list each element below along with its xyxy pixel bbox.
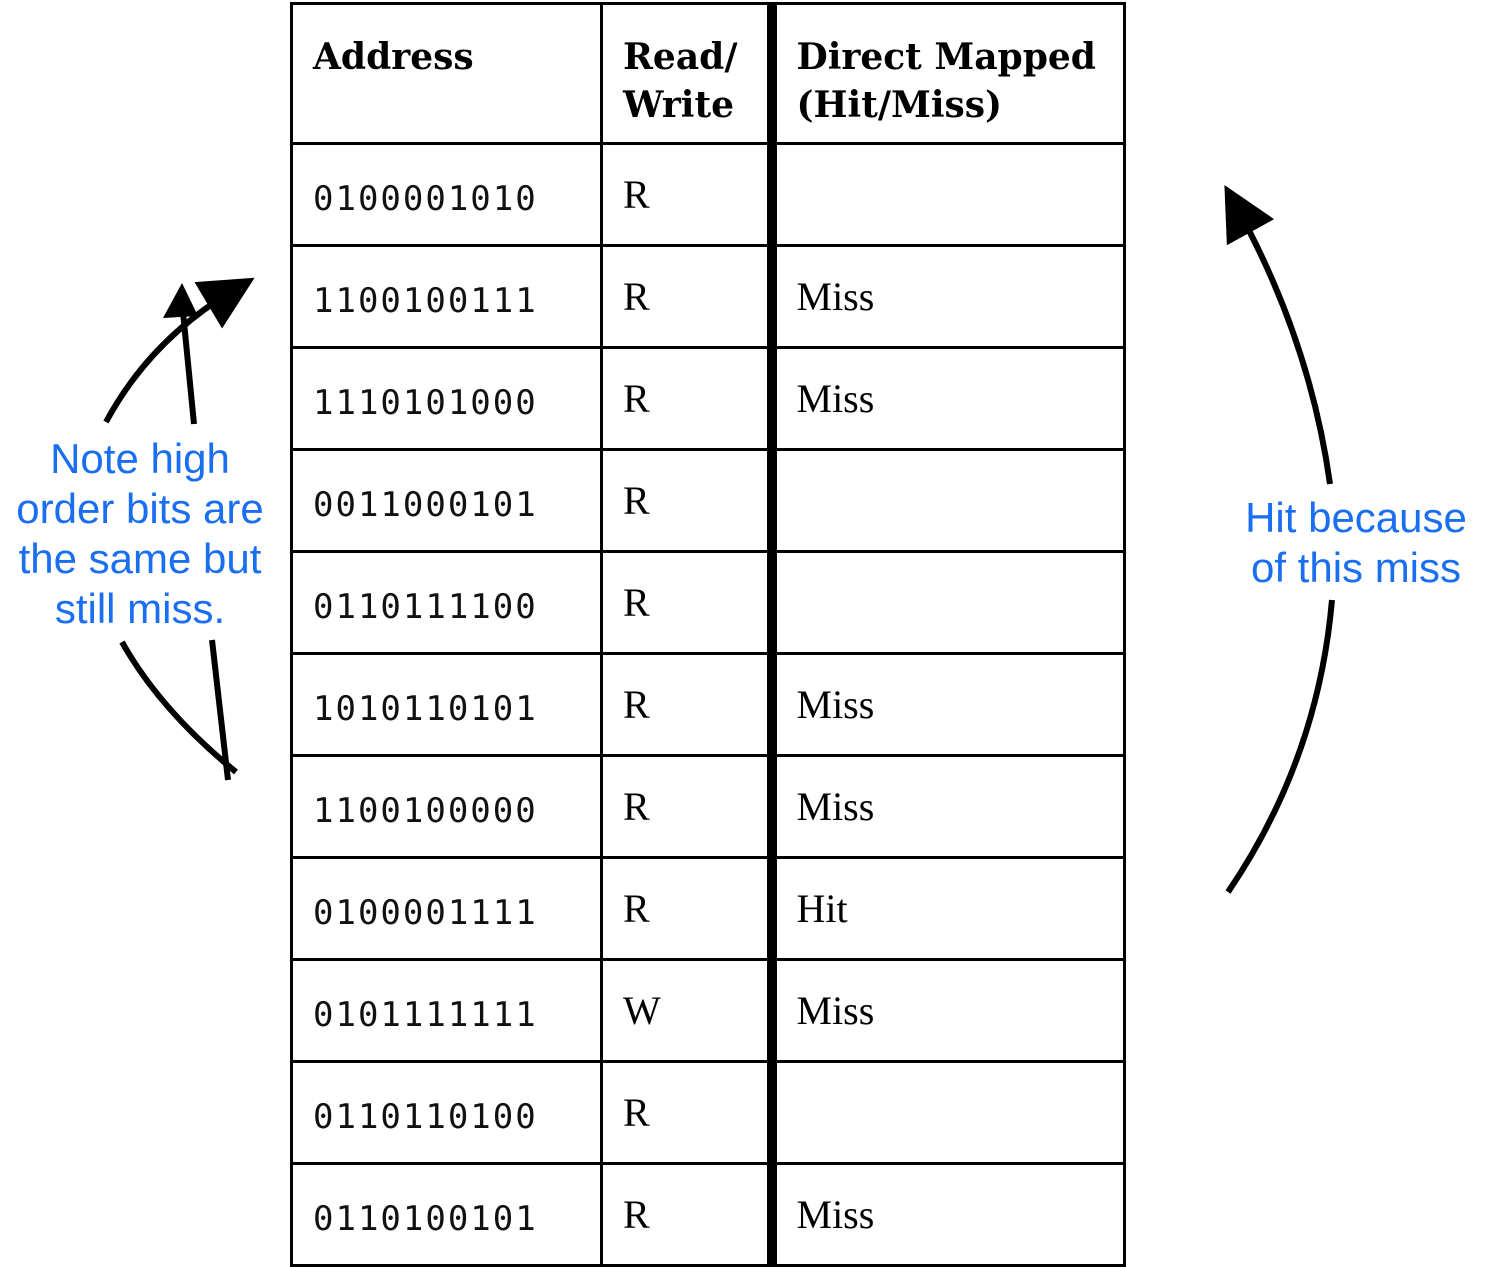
- read-write-cell: R: [600, 448, 773, 553]
- note-line: still miss.: [54, 585, 226, 632]
- read-write-cell: R: [600, 142, 773, 247]
- note-line: the same but: [18, 535, 262, 582]
- right-curved-arrow-lower: [1225, 599, 1335, 894]
- direct-mapped-result-cell: Miss: [766, 754, 1126, 859]
- read-write-cell: R: [600, 754, 773, 859]
- direct-mapped-result-cell: [766, 550, 1126, 655]
- address-cell: 1100100111: [290, 244, 603, 349]
- note-line: Note high: [50, 435, 230, 482]
- direct-mapped-result-cell: Miss: [766, 1162, 1126, 1267]
- read-write-cell: R: [600, 346, 773, 451]
- direct-mapped-result-cell: [766, 142, 1126, 247]
- table-header-row: Address Read/ Write Direct Mapped (Hit/M…: [290, 2, 1126, 145]
- address-cell: 0101111111: [290, 958, 603, 1063]
- direct-mapped-result-cell: Miss: [766, 652, 1126, 757]
- left-straight-arrowhead: [163, 283, 198, 318]
- address-cell: 1110101000: [290, 346, 603, 451]
- read-write-header-line: Read/: [623, 36, 738, 78]
- address-cell: 1010110101: [290, 652, 603, 757]
- cache-access-table: Address Read/ Write Direct Mapped (Hit/M…: [290, 2, 1126, 1267]
- read-write-cell: W: [600, 958, 773, 1063]
- read-write-cell: R: [600, 1162, 773, 1267]
- left-curved-arrow-upper: [103, 277, 255, 424]
- read-write-cell: R: [600, 856, 773, 961]
- left-curved-arrow-lower: [119, 640, 238, 775]
- note-line: of this miss: [1250, 544, 1462, 591]
- read-write-cell: R: [600, 652, 773, 757]
- direct-mapped-result-cell: Hit: [766, 856, 1126, 961]
- read-write-cell: R: [600, 1060, 773, 1165]
- address-cell: 1100100000: [290, 754, 603, 859]
- address-cell: 0100001010: [290, 142, 603, 247]
- hit-because-note: Hit because of this miss: [1228, 493, 1484, 593]
- direct-mapped-header: Direct Mapped (Hit/Miss): [766, 2, 1126, 145]
- address-cell: 0110111100: [290, 550, 603, 655]
- note-line: order bits are: [16, 485, 264, 532]
- address-header: Address: [290, 2, 603, 145]
- address-cell: 0110100101: [290, 1162, 603, 1267]
- address-cell: 0100001111: [290, 856, 603, 961]
- direct-mapped-header-line: (Hit/Miss): [796, 84, 1003, 126]
- direct-mapped-header-line: Direct Mapped: [796, 36, 1096, 78]
- right-curved-arrow-upper: [1224, 184, 1333, 485]
- read-write-cell: R: [600, 244, 773, 349]
- note-line: Hit because: [1245, 494, 1467, 541]
- address-cell: 0110110100: [290, 1060, 603, 1165]
- read-write-header: Read/ Write: [600, 2, 773, 145]
- direct-mapped-result-cell: [766, 1060, 1126, 1165]
- direct-mapped-result-cell: Miss: [766, 346, 1126, 451]
- address-cell: 0011000101: [290, 448, 603, 553]
- direct-mapped-result-cell: Miss: [766, 244, 1126, 349]
- read-write-cell: R: [600, 550, 773, 655]
- direct-mapped-result-cell: [766, 448, 1126, 553]
- high-order-bits-note: Note high order bits are the same but st…: [4, 434, 276, 634]
- read-write-header-line: Write: [623, 84, 734, 126]
- direct-mapped-result-cell: Miss: [766, 958, 1126, 1063]
